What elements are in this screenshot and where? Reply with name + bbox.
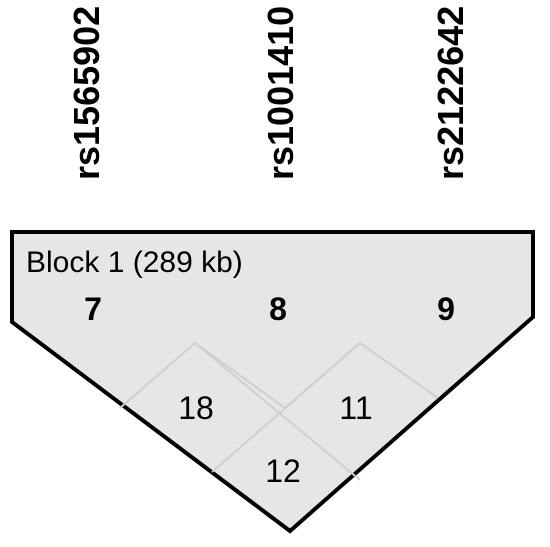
ld-value-7-8: 18 <box>178 390 214 426</box>
ld-cell-line-left-diagonal <box>194 342 361 481</box>
marker-number-8: 8 <box>269 291 287 327</box>
ld-cell-line-right-diagonal <box>211 342 361 473</box>
snp-name-rs2122642: rs2122642 <box>430 6 471 180</box>
snp-name-rs1565902: rs1565902 <box>66 6 107 180</box>
snp-name-rs1001410: rs1001410 <box>260 6 301 180</box>
ld-value-8-9: 11 <box>339 390 372 426</box>
marker-number-9: 9 <box>437 291 455 327</box>
block-label: Block 1 (289 kb) <box>26 246 243 279</box>
haplotype-block-outline <box>10 230 535 534</box>
marker-number-7: 7 <box>84 291 102 327</box>
ld-value-7-9: 12 <box>265 453 301 489</box>
